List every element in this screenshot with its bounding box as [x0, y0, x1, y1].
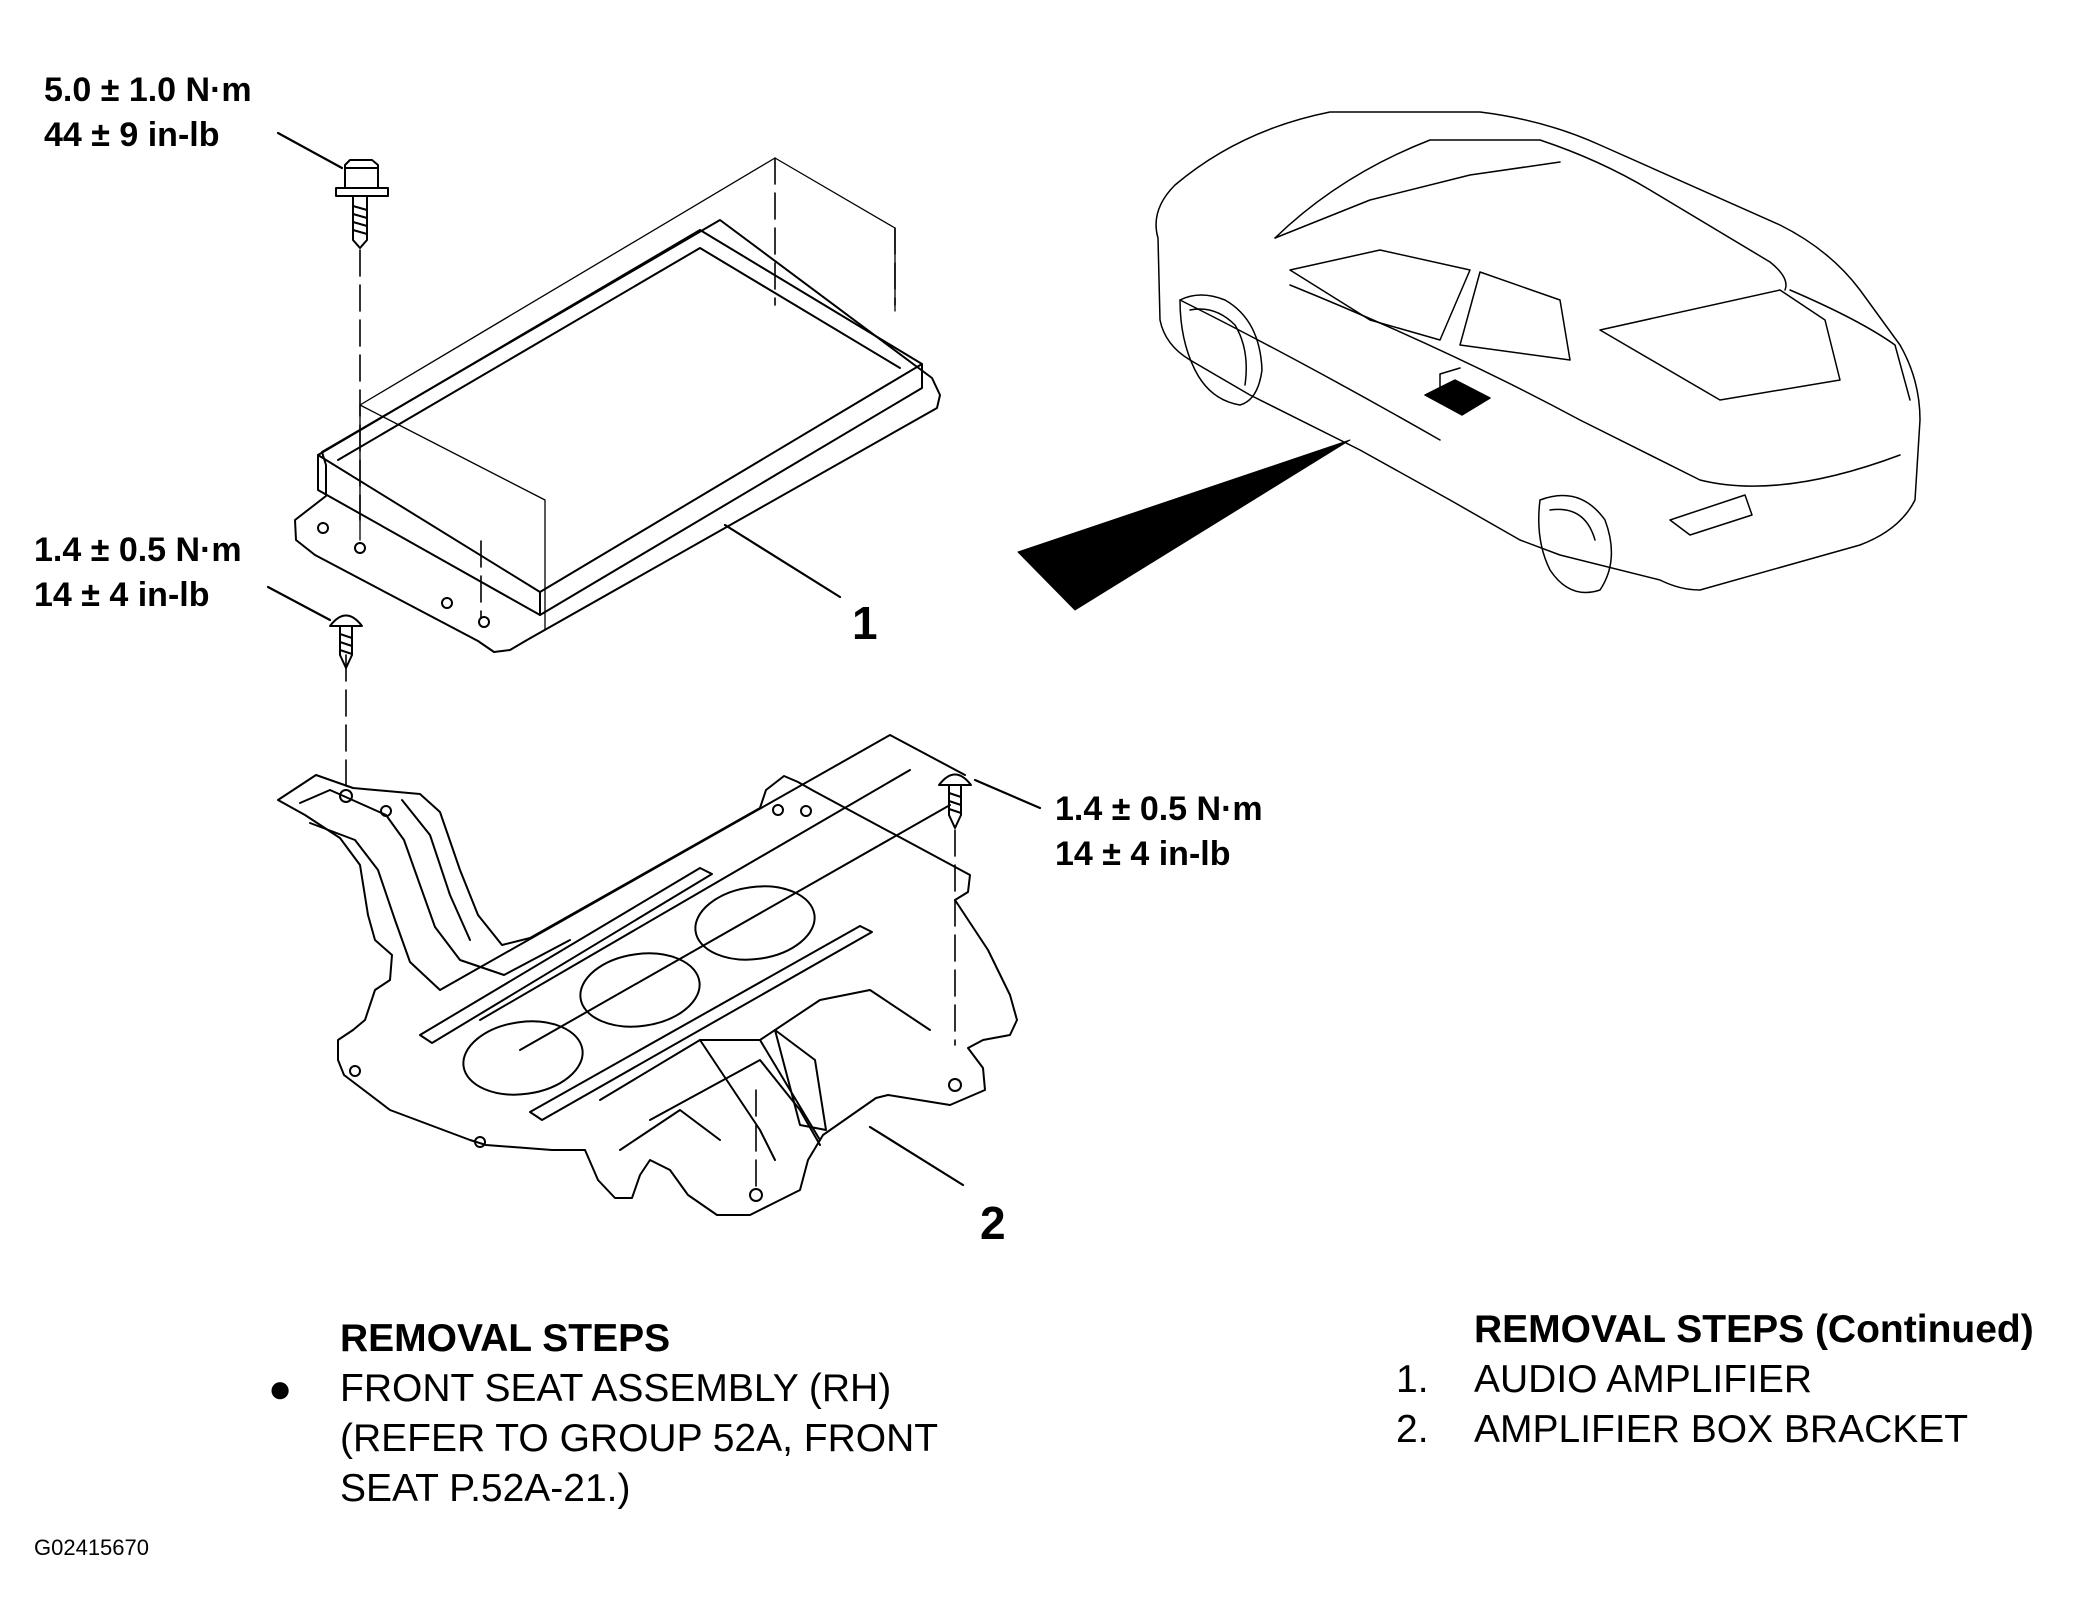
car-location-sketch	[1155, 111, 1921, 594]
bullet-icon: ●	[268, 1367, 293, 1411]
callout-amplifier: 1	[852, 597, 878, 649]
amplifier-bolt-drawing	[335, 159, 389, 249]
removal-steps-heading: REMOVAL STEPS	[340, 1317, 671, 1360]
step-label: AUDIO AMPLIFIER	[1474, 1358, 1813, 1401]
figure-id: G02415670	[34, 1535, 149, 1560]
torque-right-screw-inlb: 14 ± 4 in-lb	[1055, 835, 1231, 873]
audio-amplifier-drawing	[294, 219, 941, 653]
removal-steps-continued: REMOVAL STEPS (Continued) 1. AUDIO AMPLI…	[1396, 1305, 2034, 1455]
torque-bolt-inlb: 44 ± 9 in-lb	[44, 116, 220, 154]
torque-bolt-nm: 5.0 ± 1.0 N·m	[44, 71, 252, 109]
right-screw-drawing	[938, 773, 972, 829]
torque-label-right-screw: 1.4 ± 0.5 N·m 14 ± 4 in-lb	[1055, 787, 1263, 877]
removal-steps: REMOVAL STEPS ● FRONT SEAT ASSEMBLY (RH)…	[268, 1314, 939, 1514]
torque-left-screw-inlb: 14 ± 4 in-lb	[34, 576, 210, 614]
removal-step-line-3: SEAT P.52A-21.)	[340, 1467, 631, 1510]
torque-label-left-screw: 1.4 ± 0.5 N·m 14 ± 4 in-lb	[34, 528, 242, 618]
removal-step-line-1: FRONT SEAT ASSEMBLY (RH)	[340, 1367, 892, 1410]
callout-bracket: 2	[980, 1197, 1006, 1249]
location-pointer-wedge	[1017, 439, 1351, 611]
list-item: 2. AMPLIFIER BOX BRACKET	[1396, 1405, 2034, 1455]
torque-label-bolt: 5.0 ± 1.0 N·m 44 ± 9 in-lb	[44, 68, 252, 158]
step-number: 1.	[1396, 1358, 1429, 1401]
alignment-dashed-lines	[345, 157, 956, 1196]
step-number: 2.	[1396, 1408, 1429, 1451]
step-label: AMPLIFIER BOX BRACKET	[1474, 1408, 1969, 1451]
removal-step-item: ● FRONT SEAT ASSEMBLY (RH)	[268, 1364, 938, 1414]
leader-lines	[266, 131, 1042, 1187]
removal-step-line-2: (REFER TO GROUP 52A, FRONT	[340, 1417, 939, 1460]
list-item: 1. AUDIO AMPLIFIER	[1396, 1355, 2034, 1405]
amplifier-box-bracket-drawing	[277, 734, 1018, 1216]
torque-right-screw-nm: 1.4 ± 0.5 N·m	[1055, 790, 1263, 828]
removal-steps-continued-heading: REMOVAL STEPS (Continued)	[1474, 1308, 2034, 1351]
left-screw-drawing	[329, 614, 363, 669]
torque-left-screw-nm: 1.4 ± 0.5 N·m	[34, 531, 242, 569]
